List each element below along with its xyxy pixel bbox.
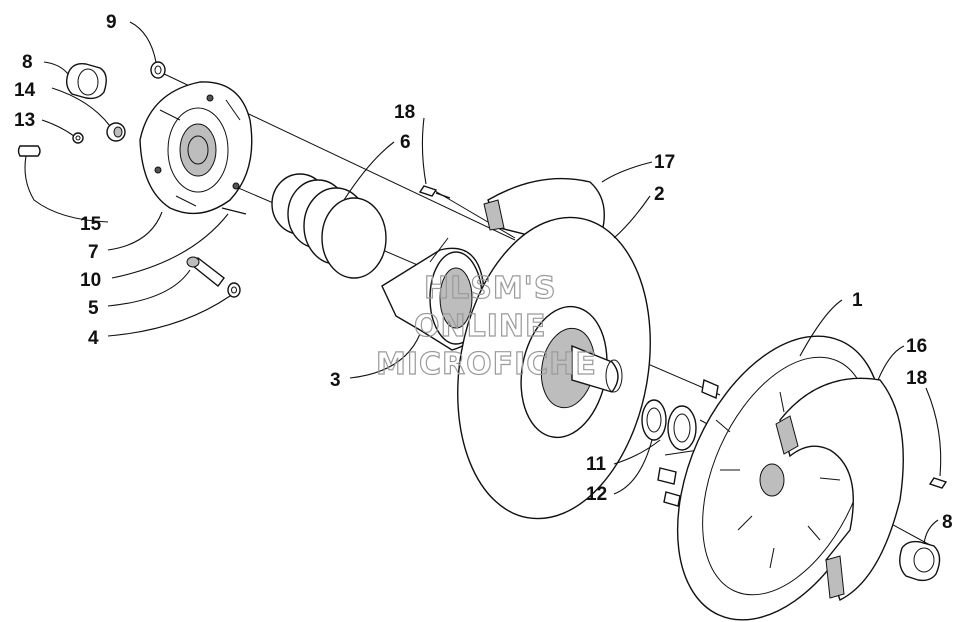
callout-5: 5: [88, 298, 99, 319]
callout-3: 3: [330, 370, 341, 391]
callout-14: 14: [14, 80, 36, 101]
watermark-line-2: ONLINE: [414, 309, 547, 344]
watermark: HLSM'S ONLINE MICROFICHE: [375, 270, 597, 382]
callout-12: 12: [586, 484, 607, 505]
callout-6: 6: [400, 132, 411, 153]
leader-lines: [24, 21, 942, 545]
part-16-cover: [775, 377, 904, 601]
part-7-cover-plate: [139, 81, 253, 215]
part-15-pin: [17, 145, 41, 157]
part-4-nut: [227, 282, 241, 298]
callout-17: 17: [654, 152, 675, 173]
part-14-roller: [106, 122, 126, 142]
part-9-nut: [150, 61, 166, 79]
callout-8b: 8: [942, 512, 953, 533]
callout-15: 15: [80, 214, 102, 235]
part-18-screw-top: [418, 185, 451, 199]
part-10-roll-pin: [221, 207, 247, 215]
part-8-bushing-bottom: [899, 540, 941, 582]
callout-2: 2: [654, 184, 665, 205]
watermark-line-3: MICROFICHE: [376, 347, 597, 382]
part-13-washer: [72, 132, 84, 144]
callout-18: 18: [394, 102, 415, 123]
callout-9: 9: [106, 12, 117, 33]
callout-8: 8: [22, 52, 33, 73]
part-6-spring: [271, 173, 387, 279]
callout-16: 16: [906, 336, 927, 357]
part-12-washer: [641, 399, 667, 441]
part-11-washer: [667, 405, 697, 451]
callout-10: 10: [80, 270, 101, 291]
watermark-line-1: HLSM'S: [424, 271, 556, 306]
callout-1: 1: [852, 290, 863, 311]
callout-13: 13: [14, 110, 35, 131]
part-2-movable-sheave: [457, 216, 651, 520]
callout-labels: 9 8 14 13 15 7 10 5 4 3 6 18 17 2 1 16 1…: [14, 12, 953, 533]
part-3-helix-cam: [381, 237, 486, 351]
callout-18b: 18: [906, 368, 927, 389]
part-8-bushing-top: [65, 63, 107, 100]
callout-7: 7: [88, 242, 99, 263]
callout-11: 11: [586, 454, 607, 475]
callout-4: 4: [88, 328, 99, 349]
part-18-screw-bottom: [928, 477, 948, 489]
part-5-cap-screw: [186, 256, 225, 287]
